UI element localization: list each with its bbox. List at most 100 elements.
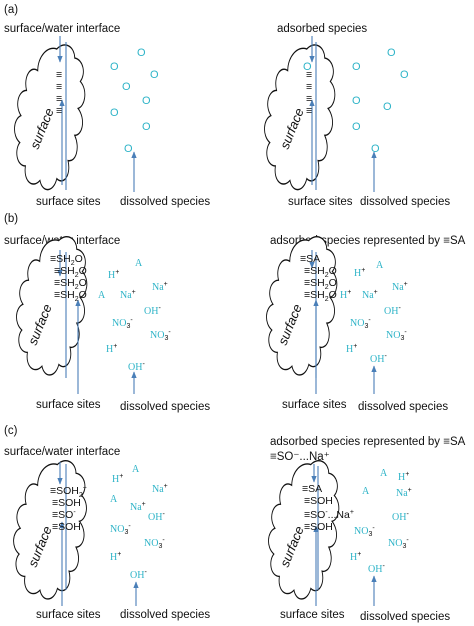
svg-text:A: A (132, 464, 140, 475)
svg-text:A: A (362, 486, 370, 497)
svg-text:H+: H+ (340, 289, 351, 301)
panel-c-interface-label: surface/water interface (4, 446, 120, 458)
dissolved-ions: H+ A Na+ A Na+ OH- NO3- NO3- H+ OH- (110, 464, 168, 581)
svg-text:≡SH2O: ≡SH2O (50, 253, 83, 267)
svg-text:O: O (150, 69, 159, 81)
svg-text:O: O (400, 69, 409, 81)
svg-text:OH-: OH- (392, 511, 409, 523)
svg-text:O: O (352, 95, 361, 107)
panel-a: (a) surface/water interface adsorbed spe… (4, 4, 450, 208)
svg-text:H+: H+ (108, 269, 119, 281)
svg-text:NO3-: NO3- (150, 329, 171, 342)
svg-text:Na+: Na+ (392, 281, 408, 293)
surface-sites: ≡SA ≡SH2O ≡SH2O ≡SH2O (300, 253, 337, 303)
svg-text:OH-: OH- (368, 563, 385, 575)
panel-b-dissolved: dissolved species (120, 401, 210, 413)
svg-text:≡: ≡ (306, 93, 312, 105)
panel-b-surface-sites: surface sites (36, 399, 101, 411)
dissolved-ions: H+ A Na+ A OH- NO3- NO3- H+ OH- (350, 468, 412, 575)
panel-b: (b) surface/water interface adsorbed spe… (4, 213, 466, 413)
panel-c-tag: (c) (4, 425, 18, 437)
svg-text:≡SH2O: ≡SH2O (54, 265, 87, 279)
svg-text:≡SH2O: ≡SH2O (304, 265, 337, 279)
svg-text:OH-: OH- (370, 353, 387, 365)
svg-text:O: O (142, 95, 151, 107)
svg-text:≡SO-: ≡SO- (52, 509, 76, 521)
svg-text:O: O (383, 101, 392, 113)
panel-b-surface-sites-right: surface sites (282, 399, 347, 411)
panel-b-dissolved-right: dissolved species (358, 401, 448, 413)
svg-text:≡: ≡ (56, 81, 62, 93)
svg-text:Na+: Na+ (152, 483, 168, 495)
svg-text:≡: ≡ (56, 69, 62, 81)
panel-a-tag: (a) (4, 4, 18, 16)
svg-text:≡SH2O: ≡SH2O (304, 277, 337, 291)
panel-c-surface-sites-right: surface sites (280, 609, 345, 621)
svg-text:≡SOH: ≡SOH (52, 497, 81, 509)
svg-text:O: O (371, 143, 380, 155)
svg-text:A: A (376, 260, 384, 271)
svg-text:OH-: OH- (384, 305, 401, 317)
svg-text:NO3-: NO3- (386, 329, 407, 342)
svg-text:O: O (137, 47, 146, 59)
panel-c-dissolved-right: dissolved species (360, 611, 450, 623)
svg-text:A: A (380, 468, 388, 479)
svg-text:Na+: Na+ (120, 289, 136, 301)
svg-text:H+: H+ (112, 473, 123, 485)
svg-text:O: O (110, 107, 119, 119)
svg-text:≡SOH: ≡SOH (304, 521, 333, 533)
svg-text:O: O (122, 81, 131, 93)
svg-text:A: A (135, 258, 143, 269)
svg-text:O: O (110, 61, 119, 73)
svg-text:≡SH2O: ≡SH2O (54, 277, 87, 291)
panel-a-interface-label: surface/water interface (4, 23, 120, 35)
panel-a-surface-sites-right: surface sites (288, 196, 353, 208)
svg-text:OH-: OH- (130, 569, 147, 581)
svg-text:O: O (124, 143, 133, 155)
svg-text:NO3-: NO3- (144, 537, 165, 550)
svg-text:OH-: OH- (148, 511, 165, 523)
svg-text:≡SH2O: ≡SH2O (304, 289, 337, 303)
svg-text:≡: ≡ (306, 69, 312, 81)
svg-text:≡SOH2+: ≡SOH2+ (50, 485, 87, 499)
svg-text:O: O (352, 121, 361, 133)
dissolved-o: O O O O O O O (352, 47, 409, 155)
svg-text:≡SA: ≡SA (300, 253, 320, 265)
panel-c-dissolved: dissolved species (120, 609, 210, 621)
svg-text:≡SH2O: ≡SH2O (54, 289, 87, 303)
svg-text:O: O (142, 121, 151, 133)
svg-text:NO3-: NO3- (388, 537, 409, 550)
svg-text:≡: ≡ (56, 93, 62, 105)
surface-sites: ≡SA ≡SOH ≡SO-...Na+ ≡SOH (302, 483, 354, 533)
dissolved-o: O O O O O O O O (110, 47, 159, 155)
svg-text:O: O (352, 61, 361, 73)
panel-a-adsorbed-label: adsorbed species (277, 23, 367, 35)
svg-text:≡SOH: ≡SOH (52, 521, 81, 533)
panel-c-adsorbed-label-2: ≡SO⁻...Na⁺ (270, 451, 330, 463)
panel-c-adsorbed-label: adsorbed species represented by ≡SA (270, 436, 466, 448)
panel-a-surface-sites: surface sites (36, 196, 101, 208)
panel-a-dissolved: dissolved species (120, 196, 210, 208)
dissolved-ions: H+ A Na+ H+ Na+ OH- NO3- NO3- H+ OH- (340, 260, 408, 365)
surface-sites: O ≡ ≡ ≡ ≡ (303, 61, 312, 117)
svg-text:NO3-: NO3- (354, 525, 375, 538)
svg-text:H+: H+ (354, 267, 365, 279)
svg-text:O: O (303, 61, 312, 73)
svg-text:H+: H+ (398, 471, 409, 483)
svg-text:≡: ≡ (306, 81, 312, 93)
svg-text:≡SA: ≡SA (302, 483, 322, 495)
svg-text:OH-: OH- (128, 361, 145, 373)
svg-text:NO3-: NO3- (110, 523, 131, 536)
svg-text:H+: H+ (346, 343, 357, 355)
svg-text:≡: ≡ (56, 105, 62, 117)
svg-text:≡: ≡ (306, 105, 312, 117)
svg-text:A: A (110, 494, 118, 505)
svg-text:≡SOH: ≡SOH (304, 495, 333, 507)
panel-a-dissolved-right: dissolved species (360, 196, 450, 208)
svg-text:Na+: Na+ (396, 487, 412, 499)
dissolved-ions: H+ A Na+ A Na+ OH- NO3- NO3- H+ OH- (98, 258, 171, 373)
panel-c: (c) surface/water interface adsorbed spe… (4, 425, 466, 623)
svg-text:OH-: OH- (144, 305, 161, 317)
svg-text:H+: H+ (350, 551, 361, 563)
